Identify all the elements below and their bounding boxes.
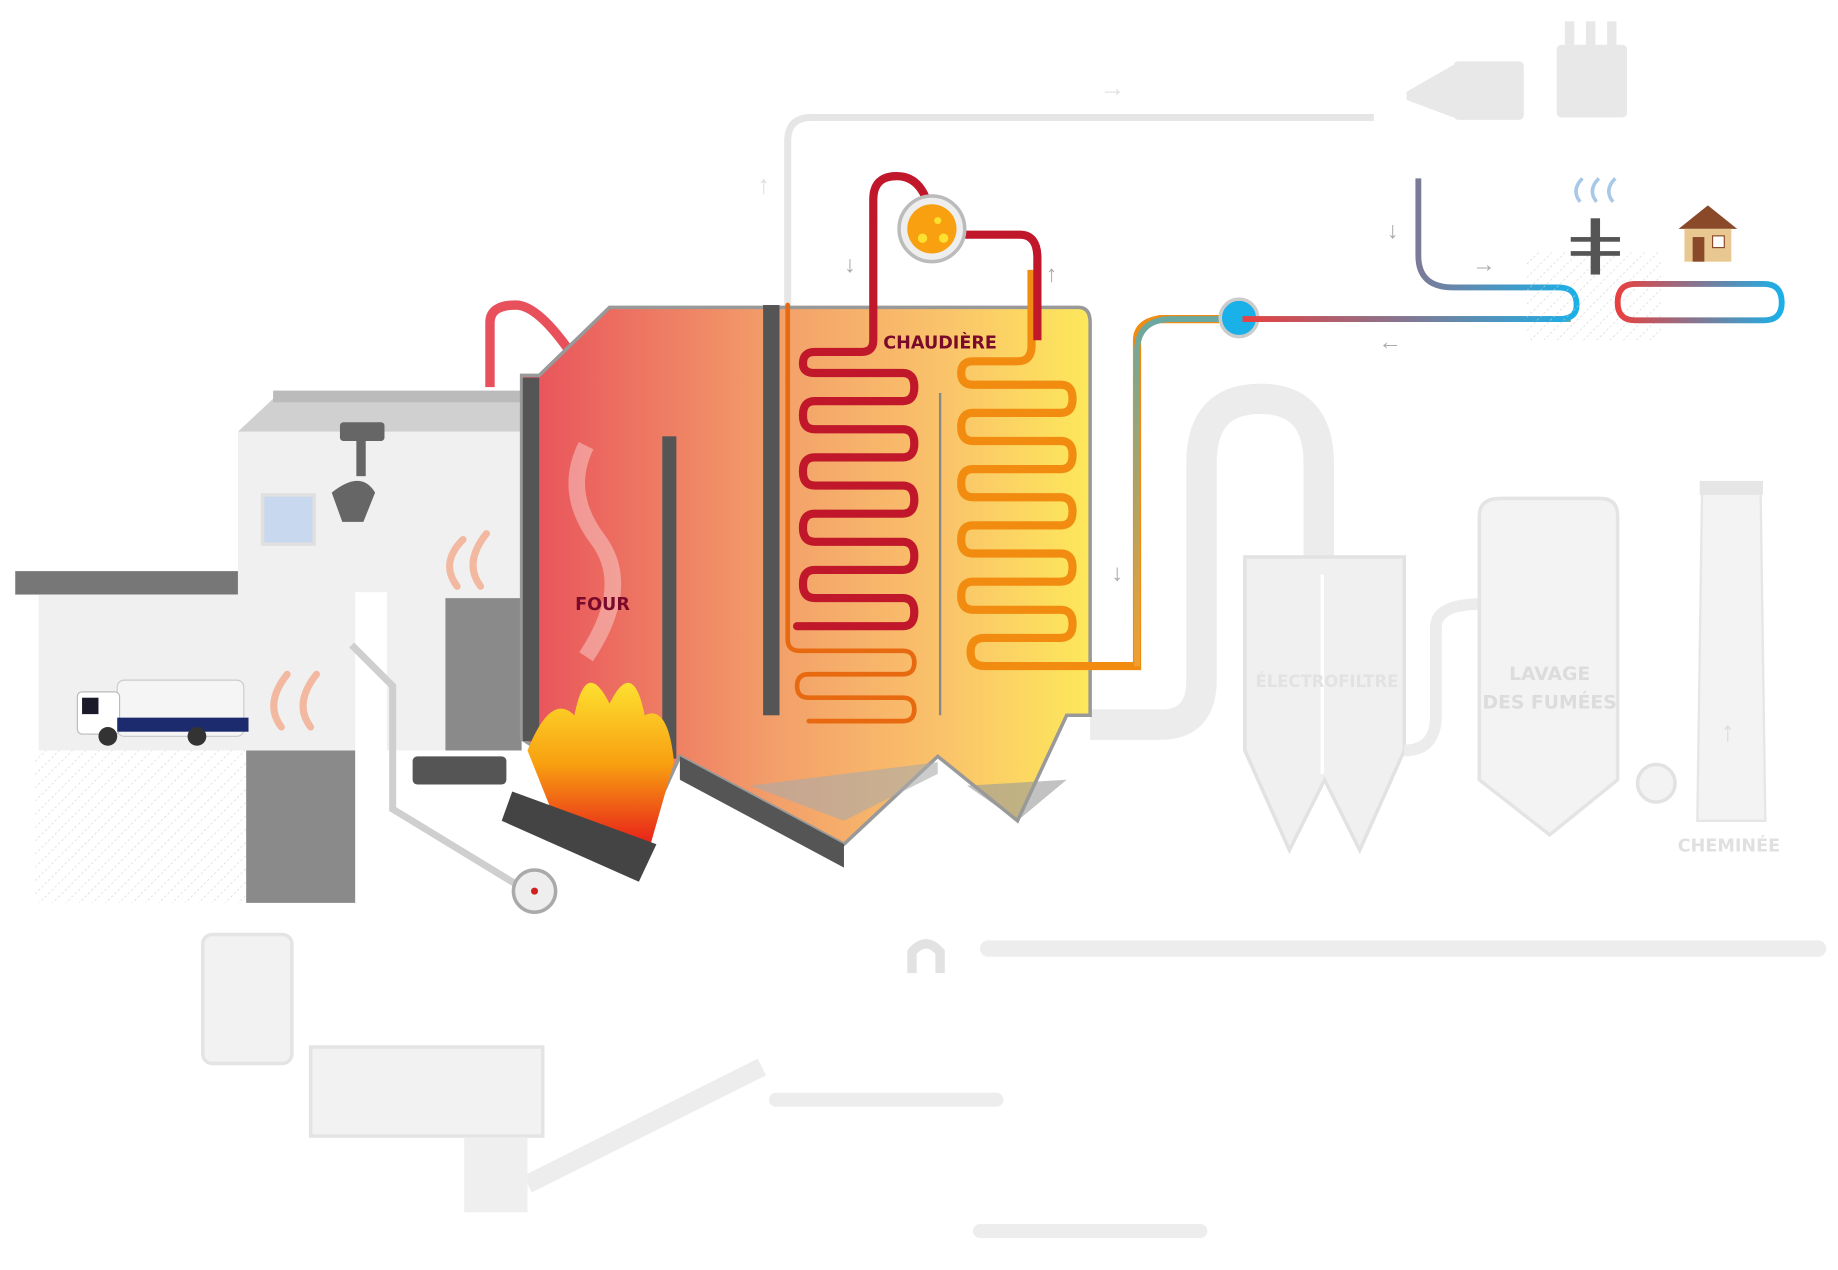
lavage-label-line1: LAVAGE [1509,664,1590,685]
lavage-label-line2: DES FUMÉES [1483,690,1617,713]
duct-to-scrubber [1403,598,1483,757]
flue-gas-duct [1090,383,1334,740]
arrow-right-icon: → [1100,74,1126,102]
hopper [464,1137,528,1213]
chaudiere-label: CHAUDIÈRE [883,331,997,353]
return-air-pipe [349,642,530,895]
grate [501,791,657,882]
feedwater-pipe [1134,316,1571,667]
arrow-down-icon: ↓ [844,251,856,277]
four-label: FOUR [575,595,630,615]
smoke-wisps [270,530,490,731]
fan-icon [1635,762,1677,804]
arrow-right-icon: → [1472,251,1495,277]
arrow-down-icon: ↓ [1111,559,1123,585]
arrow-up-icon: ↑ [757,172,770,200]
arrow-up-icon: ↑ [1721,716,1735,747]
treatment-basin [308,1045,545,1138]
crane-grab [331,422,385,522]
furnace-flames [527,442,675,845]
district-heating-loop [1614,280,1785,324]
control-window [260,493,316,546]
steam-wisps-icon [1574,177,1617,203]
cheminee-label: CHEMINÉE [1678,834,1780,856]
waste-reception-hall [15,390,522,903]
chimney: ↑ CHEMINÉE [1678,480,1780,856]
magnet-icon [907,939,945,974]
conveyor-small [768,1092,1004,1107]
electrostatic-precipitator: ÉLECTROFILTRE [1243,555,1407,855]
flue-gas-scrubber: LAVAGE DES FUMÉES [1477,496,1620,838]
electrofiltre-label: ÉLECTROFILTRE [1256,672,1399,691]
ash-conveyor [979,940,1827,957]
house-icon [1678,205,1738,262]
heat-exchanger-icon [1570,218,1620,275]
steam-drum [897,194,967,264]
tank [201,932,294,1066]
garbage-truck [76,679,249,746]
steam-pipe-to-turbine [784,113,1374,317]
arrow-down-icon: ↓ [1387,217,1399,243]
ram-feeder [412,756,507,785]
tube-bundle-superheater [957,269,1220,671]
blower-indicator [531,887,539,895]
arrow-up-icon: ↑ [1046,261,1058,287]
turbine-generator [1406,21,1628,120]
conveyor-bottom [972,1224,1208,1239]
tube-bundle-evaporator [785,218,919,724]
inclined-conveyor [523,1058,767,1193]
arrow-left-icon: ← [1379,329,1402,355]
hot-pipe-to-furnace [485,300,573,388]
